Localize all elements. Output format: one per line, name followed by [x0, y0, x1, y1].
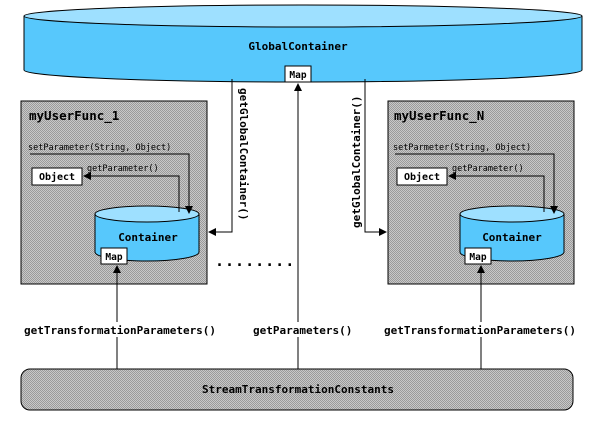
user-func-n-set-param: setParmeter(String, Object)	[393, 143, 531, 153]
get-params-mid-label: getParameters()	[253, 324, 352, 337]
user-func-n-object-box	[396, 167, 448, 186]
ellipsis: ........	[215, 252, 295, 270]
get-global-left-label: getGlobalContainer()	[237, 88, 250, 220]
user-func-n-map-label: Map	[469, 252, 486, 263]
get-global-right-arrow	[364, 79, 387, 236]
user-func-1-get-param: getParameter()	[87, 164, 159, 174]
user-func-n-map-box	[464, 247, 492, 265]
global-container: GlobalContainer Map	[23, 4, 583, 83]
transform-right-label: getTransformationParameters()	[384, 324, 576, 337]
get-global-left-arrow	[208, 79, 233, 236]
user-func-n-get-param-arrow	[448, 172, 545, 212]
get-global-right-label: getGlobalContainer()	[350, 96, 363, 228]
stream-constants-label: StreamTransformationConstants	[202, 383, 394, 396]
global-container-label: GlobalContainer	[248, 40, 348, 53]
user-func-n-set-param-arrow	[395, 153, 558, 214]
global-map-box	[284, 65, 312, 83]
user-func-1-map-box	[100, 247, 128, 265]
user-func-1-map-label: Map	[105, 252, 122, 263]
user-func-n-title: myUserFunc_N	[394, 108, 484, 124]
user-func-1-get-param-arrow	[83, 172, 180, 212]
stream-transformation-constants: StreamTransformationConstants	[20, 368, 574, 411]
user-func-1-box: myUserFunc_1 setParameter(String, Object…	[20, 100, 208, 285]
user-func-1-object-box	[31, 167, 83, 186]
user-func-1-set-param-arrow	[30, 153, 193, 214]
global-map-label: Map	[289, 70, 306, 81]
user-func-n-box: myUserFunc_N setParmeter(String, Object)…	[387, 100, 575, 285]
user-func-1-title: myUserFunc_1	[29, 108, 119, 124]
user-func-n-get-param: getParameter()	[452, 164, 524, 174]
user-func-1-container-label: Container	[118, 231, 178, 244]
transform-left-label: getTransformationParameters()	[24, 324, 216, 337]
user-func-n-container-label: Container	[482, 231, 542, 244]
user-func-1-object-label: Object	[39, 171, 75, 183]
user-func-1-set-param: setParameter(String, Object)	[28, 143, 171, 153]
user-func-n-object-label: Object	[404, 171, 440, 183]
